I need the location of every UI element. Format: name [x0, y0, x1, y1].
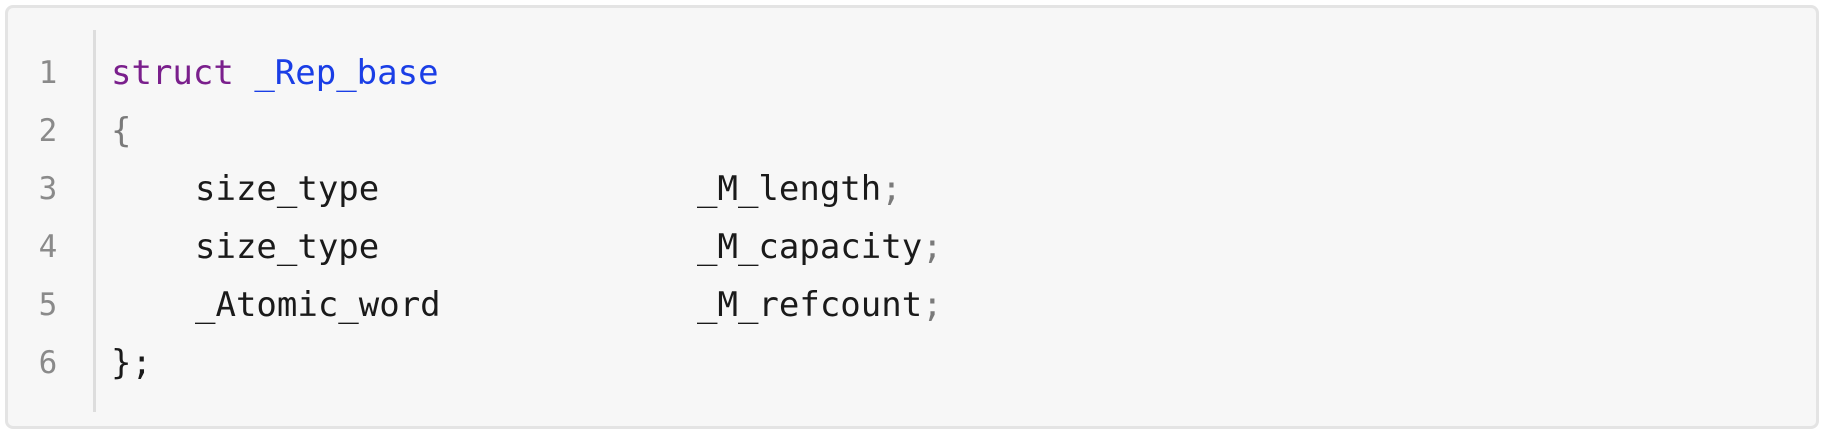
field-type-token: _Atomic_word: [195, 285, 441, 325]
code-line: struct _Rep_base: [111, 44, 441, 102]
field-type-token: size_type: [195, 169, 380, 209]
line-number: 6: [38, 345, 58, 381]
semicolon-token: ;: [922, 285, 943, 325]
field-name-token: _M_capacity: [697, 227, 923, 267]
close-brace-token: };: [111, 343, 152, 383]
line-number: 4: [38, 229, 58, 265]
open-brace-token: {: [111, 111, 132, 151]
field-type-token: size_type: [195, 227, 380, 267]
gutter-divider: [93, 30, 96, 412]
code-line: _Atomic_word _M_refcount;: [111, 276, 943, 334]
field-name-token: _M_refcount: [697, 285, 923, 325]
field-name-token: _M_length: [697, 169, 882, 209]
code-block: 1 2 3 4 5 6 struct _Rep_base { size_type…: [5, 5, 1819, 429]
line-number: 2: [38, 113, 58, 149]
line-number: 1: [38, 55, 58, 91]
code-line: size_type _M_capacity;: [111, 218, 943, 276]
semicolon-token: ;: [881, 169, 902, 209]
keyword-token: struct: [111, 53, 234, 93]
semicolon-token: ;: [922, 227, 943, 267]
struct-name-token: _Rep_base: [254, 53, 439, 93]
line-number-gutter: 1 2 3 4 5 6: [8, 44, 98, 392]
line-number: 3: [38, 171, 58, 207]
code-line: };: [111, 334, 441, 392]
code-text[interactable]: struct _Rep_base { size_type _M_length; s…: [111, 44, 943, 392]
code-line: size_type _M_length;: [111, 160, 902, 218]
code-line: {: [111, 102, 441, 160]
line-number: 5: [38, 287, 58, 323]
